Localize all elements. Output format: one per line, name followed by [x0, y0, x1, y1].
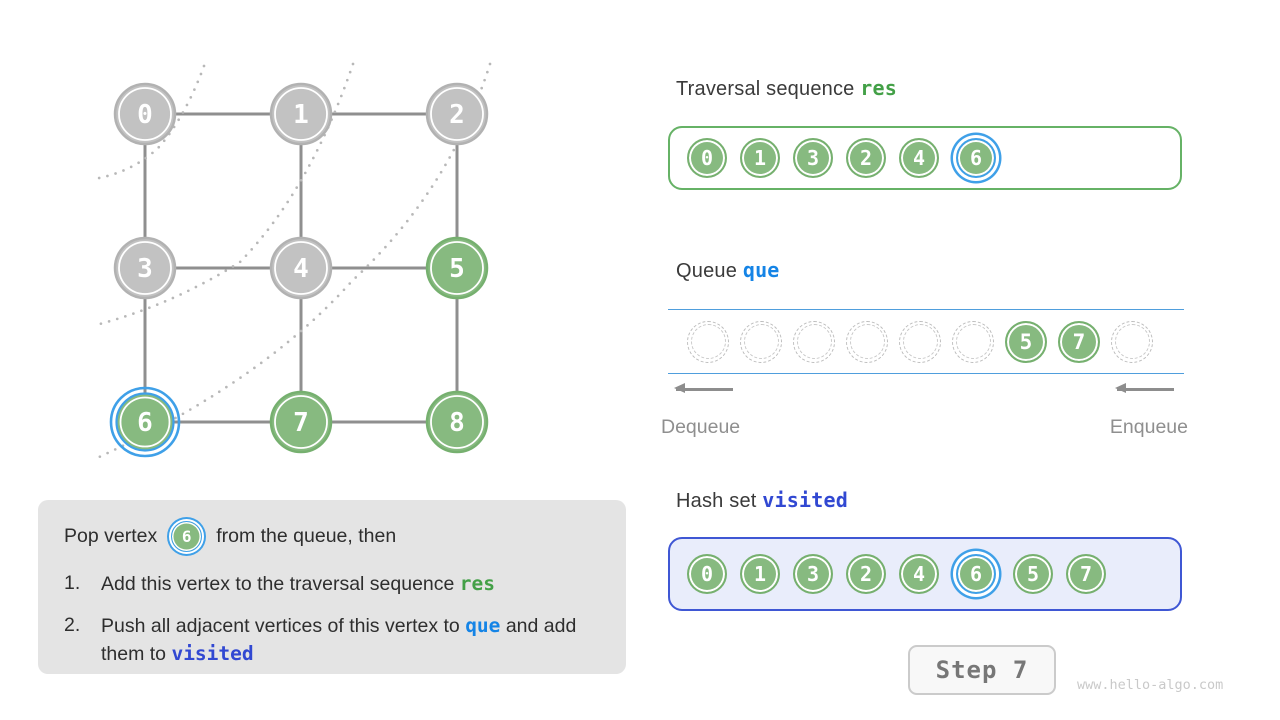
vertex-chip-5: 5: [1005, 320, 1047, 363]
graph-vertex-0: 0: [113, 82, 177, 146]
graph-vertex-2: 2: [425, 82, 489, 146]
vertex-chip-6-highlighted: 6: [956, 554, 996, 594]
res-code-label: res: [860, 76, 898, 100]
enqueue-label: Enqueue: [1109, 416, 1188, 438]
graph-vertex-8: 8: [425, 390, 489, 454]
vertex-label: 4: [293, 254, 309, 284]
vertex-chip-7: 7: [1058, 320, 1100, 363]
vertex-chip-2: 2: [846, 554, 886, 594]
queue-empty-slot: [1111, 320, 1153, 363]
graph-vertex-7: 7: [269, 390, 333, 454]
que-code-label: que: [742, 258, 780, 282]
vertex-label: 3: [137, 254, 153, 284]
plain-text: Add this vertex to the traversal sequenc…: [101, 573, 460, 595]
vertex-label: 7: [293, 408, 309, 438]
vertex-label: 1: [293, 100, 309, 130]
vertex-inner-ring: [274, 241, 328, 295]
headline-suffix: from the queue, then: [216, 525, 397, 547]
vertex-circle: [425, 390, 489, 454]
step-button[interactable]: Step 7: [908, 645, 1056, 695]
queue-empty-slot: [846, 320, 888, 363]
vertex-chip-1: 1: [740, 138, 780, 178]
instruction-item: 2. Push all adjacent vertices of this ve…: [64, 612, 600, 669]
vertex-label: 6: [137, 408, 153, 438]
instruction-item: 1. Add this vertex to the traversal sequ…: [64, 570, 600, 599]
graph-vertex-5: 5: [425, 236, 489, 300]
code-term-visited: visited: [171, 642, 254, 666]
instruction-text: Push all adjacent vertices of this verte…: [101, 612, 600, 669]
vertex-inner-ring: [274, 395, 328, 449]
vertex-circle: [425, 82, 489, 146]
headline-prefix: Pop vertex: [64, 525, 158, 547]
enqueue-arrow-icon: [1115, 383, 1174, 393]
vertex-inner-ring: [430, 87, 484, 141]
dequeue-label: Dequeue: [661, 416, 741, 438]
visited-panel-title: Hash set visited: [676, 488, 848, 513]
graph-vertex-6: 6: [109, 386, 181, 458]
vertex-circle: [269, 82, 333, 146]
code-term-que: que: [465, 613, 501, 637]
instruction-number: 2.: [64, 613, 81, 636]
vertex-chip-0: 0: [687, 138, 727, 178]
vertex-inner-ring: [274, 87, 328, 141]
vertex-circle: [113, 82, 177, 146]
queue-empty-slot: [899, 320, 941, 363]
instruction-list: 1. Add this vertex to the traversal sequ…: [64, 570, 600, 669]
visited-title-text: Hash set: [676, 490, 757, 512]
vertex-chip-3: 3: [793, 554, 833, 594]
vertex-chip-6-highlighted: 6: [956, 138, 996, 178]
current-vertex-chip: 6: [171, 521, 203, 552]
vertex-label: 2: [449, 100, 465, 130]
queue-title-text: Queue: [676, 260, 738, 282]
vertex-inner-ring: [118, 241, 172, 295]
vertex-label: 5: [449, 254, 465, 284]
vertex-label: 0: [137, 100, 153, 130]
res-panel-title: Traversal sequence res: [676, 76, 897, 101]
plain-text: and add them to: [101, 614, 577, 666]
vertex-chip-4: 4: [899, 554, 939, 594]
queue-empty-slot: [740, 320, 782, 363]
instruction-text: Add this vertex to the traversal sequenc…: [101, 570, 600, 599]
vertex-circle: [269, 236, 333, 300]
vertex-circle: [269, 390, 333, 454]
visited-code-label: visited: [762, 488, 848, 512]
vertex-chip-1: 1: [740, 554, 780, 594]
vertex-circle: [425, 236, 489, 300]
graph-vertex-4: 4: [269, 236, 333, 300]
vertex-circle: [115, 392, 175, 452]
vertex-chip-5: 5: [1013, 554, 1053, 594]
vertex-label: 8: [449, 408, 465, 438]
instruction-number: 1.: [64, 572, 81, 594]
vertex-inner-ring: [119, 396, 171, 448]
vertex-chip-4: 4: [899, 138, 939, 178]
vertex-chip-7: 7: [1066, 554, 1106, 594]
vertex-inner-ring: [430, 395, 484, 449]
step-description-box: Pop vertex 6 from the queue, then 1. Add…: [38, 500, 626, 674]
vertex-chip-3: 3: [793, 138, 833, 178]
dequeue-arrow-icon: [674, 383, 733, 393]
queue-empty-slot: [793, 320, 835, 363]
vertex-inner-ring: [118, 87, 172, 141]
vertex-inner-ring: [430, 241, 484, 295]
res-title-text: Traversal sequence: [676, 78, 855, 100]
vertex-chip-0: 0: [687, 554, 727, 594]
plain-text: Push all adjacent vertices of this verte…: [101, 614, 466, 637]
queue-panel-title: Queue que: [676, 258, 780, 283]
code-term-res: res: [459, 572, 496, 595]
graph-vertex-3: 3: [113, 236, 177, 300]
bfs-graph: 0 1 2 3 4 5 6 7 8: [92, 62, 492, 460]
watermark: www.hello-algo.com: [1077, 677, 1224, 693]
description-headline: Pop vertex 6 from the queue, then: [64, 521, 600, 552]
queue-empty-slot: [687, 320, 729, 363]
queue-empty-slot: [952, 320, 994, 363]
vertex-circle: [113, 236, 177, 300]
highlight-outer-ring: [109, 386, 181, 458]
vertex-chip-2: 2: [846, 138, 886, 178]
graph-vertex-1: 1: [269, 82, 333, 146]
